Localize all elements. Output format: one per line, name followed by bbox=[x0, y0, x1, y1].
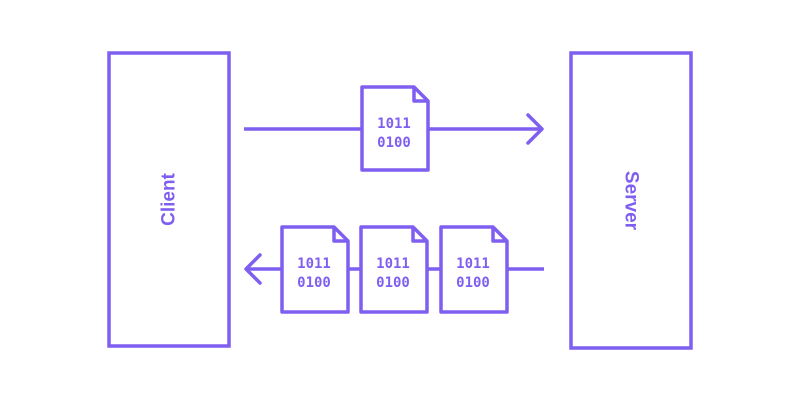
client-node: Client bbox=[107, 51, 231, 348]
response-flow: 1011 0100 1011 0100 1011 0100 bbox=[244, 225, 544, 314]
server-label: Server bbox=[621, 171, 642, 231]
client-box bbox=[107, 51, 231, 348]
file-corner-fold bbox=[332, 227, 348, 243]
response-packet: 1011 0100 bbox=[359, 225, 429, 314]
file-corner-fold bbox=[412, 87, 428, 103]
packet-bits-line2: 0100 bbox=[297, 275, 331, 291]
file-icon bbox=[439, 225, 509, 314]
packet-bits-line1: 1011 bbox=[377, 116, 411, 132]
request-flow: 1011 0100 bbox=[244, 85, 544, 172]
packet-bits-line2: 0100 bbox=[456, 275, 490, 291]
server-box bbox=[569, 51, 693, 350]
packet-bits-line2: 0100 bbox=[377, 135, 411, 151]
file-corner-fold bbox=[491, 227, 507, 243]
response-arrow-head bbox=[244, 253, 262, 285]
packet-bits-line2: 0100 bbox=[376, 275, 410, 291]
request-arrow-head bbox=[526, 113, 544, 145]
file-icon bbox=[359, 225, 429, 314]
client-label: Client bbox=[159, 172, 180, 225]
file-icon bbox=[360, 85, 430, 172]
request-packet: 1011 0100 bbox=[360, 85, 430, 172]
packet-bits-line1: 1011 bbox=[376, 256, 410, 272]
packet-bits-line1: 1011 bbox=[456, 256, 490, 272]
file-icon bbox=[280, 225, 350, 314]
file-corner-fold bbox=[411, 227, 427, 243]
response-packet: 1011 0100 bbox=[439, 225, 509, 314]
server-node: Server bbox=[569, 51, 693, 350]
response-packet: 1011 0100 bbox=[280, 225, 350, 314]
packet-bits-line1: 1011 bbox=[297, 256, 331, 272]
